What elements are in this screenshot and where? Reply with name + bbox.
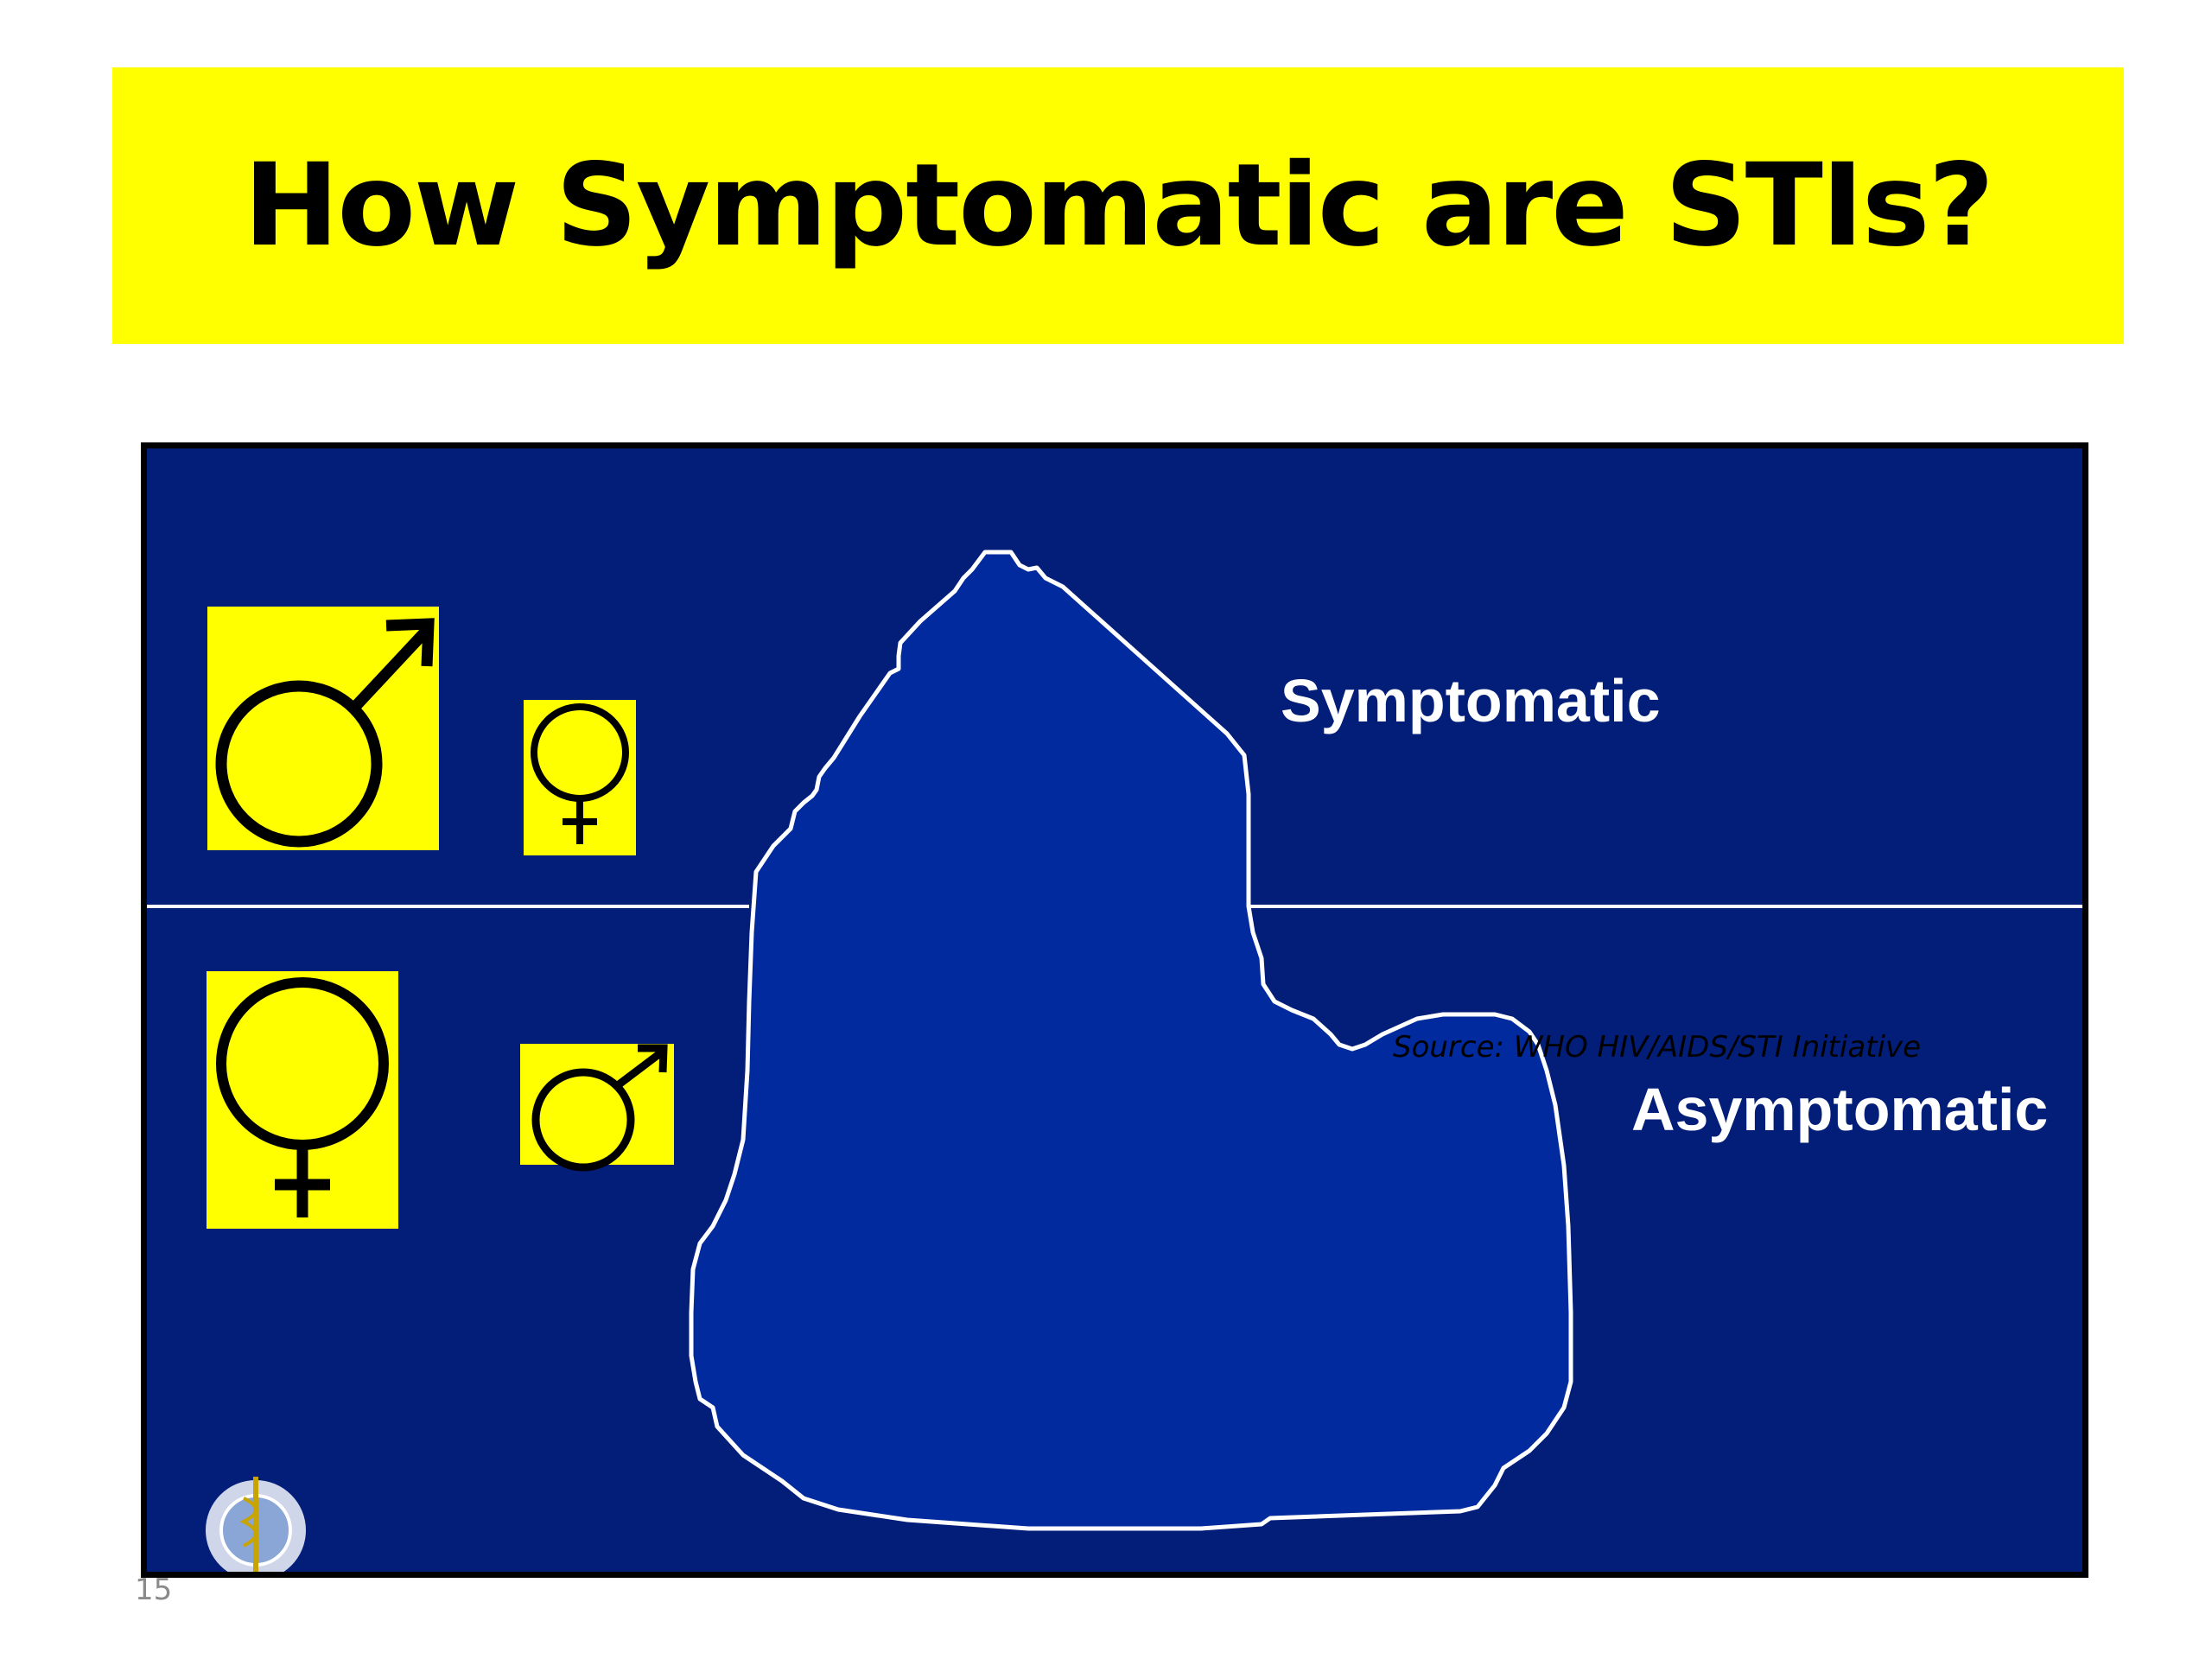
male-symbol-icon — [520, 1044, 674, 1172]
who-emblem-icon — [206, 1477, 306, 1572]
title-bar: How Symptomatic are STIs? — [112, 67, 2124, 344]
iceberg-icon — [689, 550, 1573, 1531]
male-symbol-icon — [207, 607, 439, 850]
page-number: 15 — [135, 1573, 173, 1607]
iceberg-figure: Symptomatic Asymptomatic — [141, 442, 2088, 1578]
female-symbol-icon — [207, 971, 398, 1229]
slide-title: How Symptomatic are STIs? — [243, 139, 1994, 272]
female-symbol-icon — [524, 700, 636, 855]
asymptomatic-label: Asymptomatic — [1631, 1076, 2049, 1143]
source-note: Source: WHO HIV/AIDS/STI Initiative — [1393, 1030, 1921, 1065]
figure-canvas — [147, 550, 2082, 1572]
symptomatic-label: Symptomatic — [1281, 667, 1661, 734]
